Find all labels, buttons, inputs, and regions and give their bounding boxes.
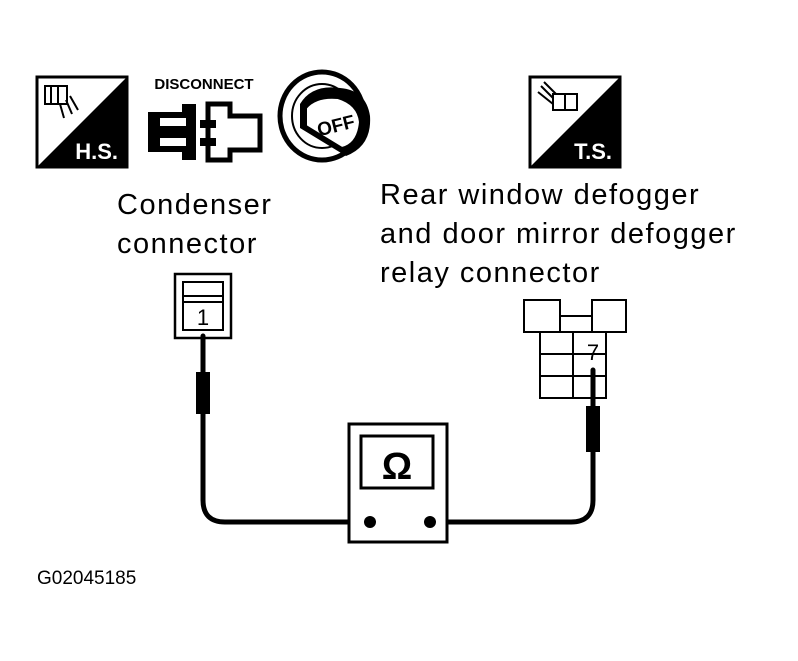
harness-side-icon: H.S. (35, 75, 129, 169)
terminal-side-icon: T.S. (528, 75, 622, 169)
ohmmeter: Ω (347, 422, 449, 544)
meter-terminal-left (364, 516, 376, 528)
relay-connector: 7 (523, 299, 627, 399)
relay-terminal-number: 7 (587, 340, 599, 365)
relay-label-line1: Rear window defogger (380, 179, 700, 211)
condenser-terminal-number: 1 (197, 305, 209, 330)
disconnect-icon: DISCONNECT (148, 76, 263, 163)
condenser-label-line1: Condenser (117, 189, 272, 221)
ohm-symbol: Ω (382, 446, 412, 488)
hs-label: H.S. (75, 139, 118, 164)
ignition-key-off-icon: OFF (277, 69, 371, 163)
condenser-connector: 1 (173, 272, 233, 340)
ts-label: T.S. (574, 139, 612, 164)
right-probe-grip (586, 406, 600, 452)
probe-leads (200, 333, 596, 525)
relay-label-line2: and door mirror defogger (380, 218, 737, 250)
figure-id: G02045185 (37, 568, 136, 589)
meter-terminal-right (424, 516, 436, 528)
left-probe-grip (196, 372, 210, 414)
relay-label-line3: relay connector (380, 257, 601, 289)
disconnect-label: DISCONNECT (154, 76, 253, 93)
condenser-label-line2: connector (117, 228, 258, 260)
